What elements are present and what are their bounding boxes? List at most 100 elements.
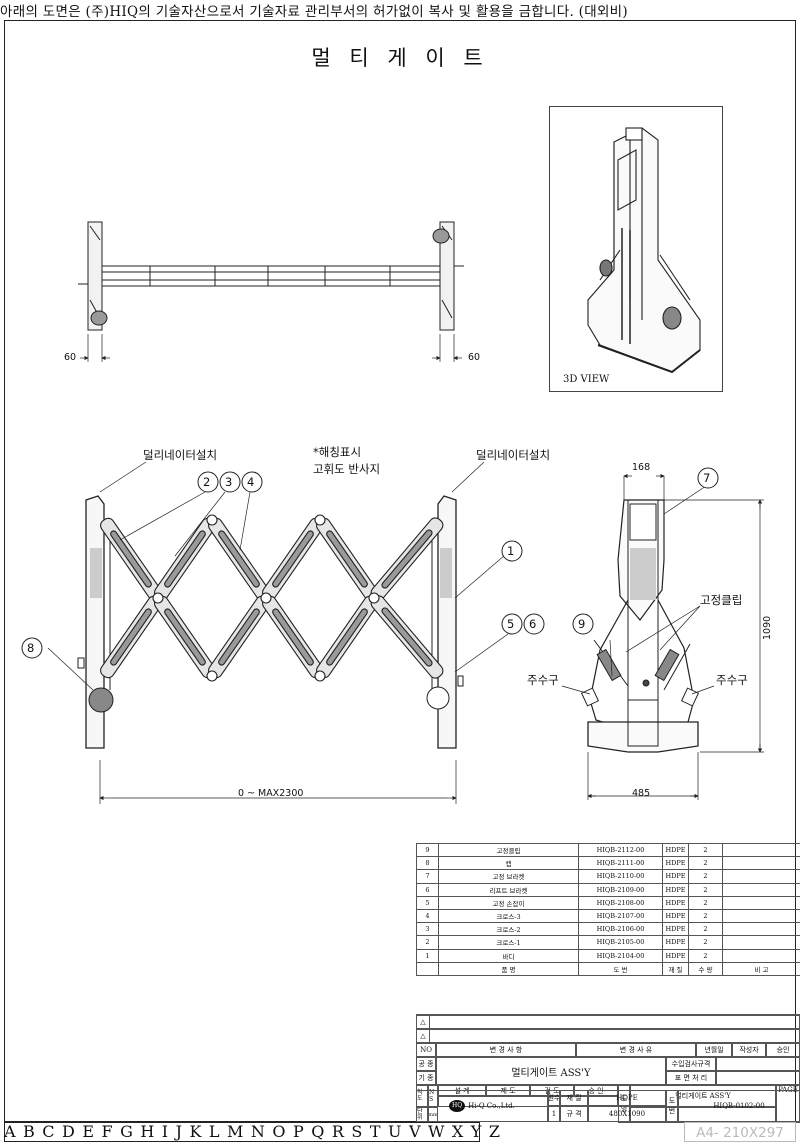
scissor-pivot [152,592,164,604]
balloon-3: 3 [225,475,233,489]
scissor-arm-reflector [218,530,260,588]
table-cell-note [722,908,800,924]
company-logo-icon: HQ [449,1100,466,1112]
table-cell-name: 고정 브라켓 [438,869,579,884]
rev-change: 변 경 사 항 [436,1043,576,1057]
tb-spec-label: 규 격 [560,1106,588,1122]
table-cell-no: 5 [416,895,439,910]
rev-row-2 [416,1029,800,1043]
front-label-hatching: *해칭표시 [313,445,362,459]
balloon-circles [21,467,719,659]
scissor-arm-reflector [326,530,368,588]
balloon-6: 6 [529,617,537,631]
table-cell-name: 리프트 브라켓 [438,882,579,897]
tb-period-label: 기 종 [416,1071,436,1085]
table-cell-mat: HDPE [662,922,689,937]
table-cell-note [722,856,800,871]
table-cell-mat: HDPE [662,895,689,910]
table-cell-mat: HDPE [662,869,689,884]
table-cell-code: HIQB-2110-00 [578,869,663,884]
table-cell-name: 크로스-2 [438,922,579,937]
tb-surface-label: 표 면 처 리 [666,1071,716,1085]
table-cell-name: 크로스-1 [438,935,579,950]
paper-size: A4- 210X297 [684,1122,796,1142]
side-dim-height: 1090 [762,615,773,640]
tb-drawing-no: HIQB-0102-00 [678,1090,800,1122]
scissor-arm-reflector [110,608,152,666]
scissor-arm-reflector [272,530,314,588]
table-cell-qty: 2 [688,856,723,871]
front-view-gate [77,495,464,749]
view-3d-label: 3D VIEW [563,374,610,385]
table-cell-note [722,935,800,950]
front-label-reflective: 고휘도 반사지 [313,462,381,476]
table-cell-code: HIQB-2111-00 [578,856,663,871]
tb-inspect-label: 수입검사규격 [666,1057,716,1071]
tb-sign-row [438,1096,618,1107]
top-dim-left: 60 [64,352,77,363]
grid-letters: A B C D E F G H I J K L M N O P Q R S T … [4,1122,502,1141]
rev-date: 년월일 [696,1043,732,1057]
table-cell-no: 3 [416,922,439,937]
table-cell-no: 2 [416,935,439,950]
tb-spec-qty: 1 [548,1106,560,1122]
table-cell-no: 6 [416,882,439,897]
drawing-title: 멀 티 게 이 트 [311,46,489,70]
scissor-pivot [368,592,380,604]
balloon-5: 5 [507,617,515,631]
table-cell-name: 고정 손잡이 [438,895,579,910]
table-cell-code: HIQB-2104-00 [578,948,663,963]
table-header-mat: 재 질 [662,961,689,976]
table-cell-qty: 2 [688,922,723,937]
side-label-inlet-right: 주수구 [716,673,748,687]
scissor-arm-reflector [272,608,314,666]
table-cell-code: HIQB-2112-00 [578,842,663,858]
tb-company-label: 공 종 [416,1057,436,1071]
table-cell-note [722,922,800,937]
scissor-arm-reflector [381,529,433,589]
table-cell-qty: 2 [688,895,723,910]
balloon-2: 2 [203,475,211,489]
balloon-7: 7 [703,471,711,485]
table-cell-note [722,948,800,963]
side-dim-base: 485 [632,788,651,799]
table-header-note: 비 고 [722,961,800,976]
tb-ns: N S [428,1085,438,1107]
top-dim-right: 60 [468,352,481,363]
table-header-qty: 수 량 [688,961,723,976]
table-cell-name: 캡 [438,856,579,871]
table-cell-code: HIQB-2109-00 [578,882,663,897]
front-label-delineator-left: 덜리네이터설치 [143,448,218,462]
rev-no: NO [416,1043,436,1057]
side-label-inlet-left: 주수구 [527,673,559,687]
table-cell-no: 4 [416,908,439,924]
rev-row-1 [416,1015,800,1029]
tb-assembly-name: 멀티게이트 ASS'Y [436,1057,666,1085]
table-cell-code: HIQB-2108-00 [578,895,663,910]
scissor-arm-reflector [164,608,206,666]
table-cell-code: HIQB-2105-00 [578,935,663,950]
balloon-1: 1 [507,544,515,558]
tb-material-value: HDPE [588,1090,666,1106]
table-cell-qty: 2 [688,869,723,884]
balloon-4: 4 [247,475,255,489]
table-cell-note [722,842,800,858]
scissor-pivot [314,514,326,526]
rev-triangle-1-icon: △ [416,1015,430,1029]
table-cell-mat: HDPE [662,948,689,963]
table-cell-no: 1 [416,948,439,963]
scissor-pivot [206,670,218,682]
rev-reason: 변 경 사 유 [576,1043,696,1057]
rev-author: 작성자 [732,1043,766,1057]
scissor-arm-reflector [326,608,368,666]
table-cell-qty: 2 [688,842,723,858]
tb-spec-value: 480X1090 [588,1106,666,1122]
